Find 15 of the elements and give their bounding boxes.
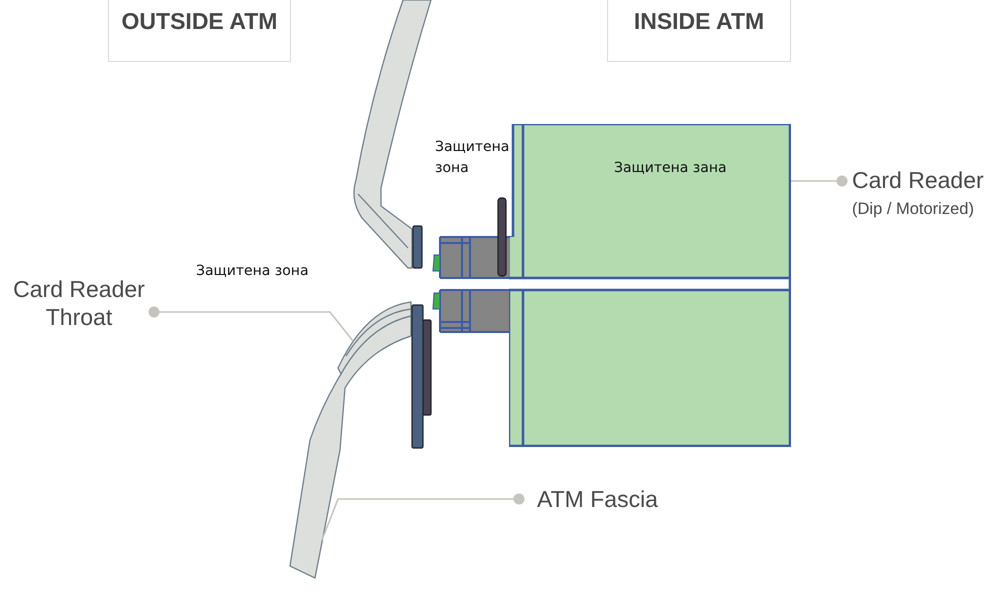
zone-label: Защитена зона — [435, 138, 510, 178]
leader-line — [148, 306, 354, 342]
leader-line — [321, 494, 524, 540]
callout-label: ATM Fascia — [537, 485, 659, 514]
callout-sublabel: (Dip / Motorized) — [852, 199, 975, 220]
section-heading: INSIDE ATM — [632, 7, 766, 36]
heading-panel — [607, 0, 791, 62]
leader-line — [791, 176, 848, 186]
zone-label: Защитена зона — [196, 262, 310, 281]
callout-label: Card Reader — [852, 166, 985, 194]
section-heading: OUTSIDE ATM — [120, 7, 278, 36]
callout-label: Card Reader Throat — [12, 275, 146, 331]
heading-panel — [108, 0, 291, 62]
card-reader-housing — [509, 124, 791, 447]
zone-label: Защитена зана — [614, 159, 727, 178]
